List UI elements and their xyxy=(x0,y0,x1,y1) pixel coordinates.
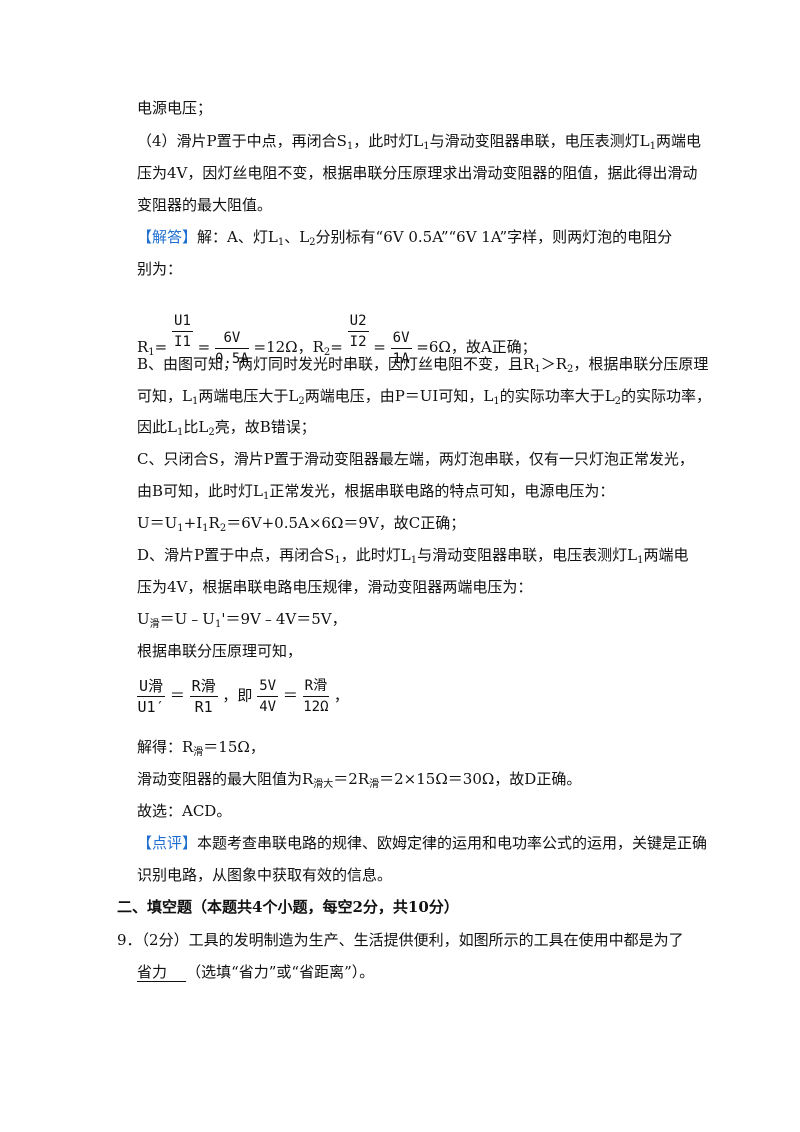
text-line: 电源电压； xyxy=(137,99,213,117)
text-line: 根据串联分压原理可知， xyxy=(137,642,303,660)
comment-tag: 【点评】 xyxy=(137,834,198,852)
text-line: U＝U1+I1R2＝6V+0.5A×6Ω＝9V，故C正确； xyxy=(137,514,466,534)
text-line: 压为4V，根据串联电路电压规律，滑动变阻器两端电压为： xyxy=(137,578,533,596)
answer-tag: 【解答】 xyxy=(137,228,198,246)
text-line: U滑＝U﹣U1'＝9V﹣4V＝5V， xyxy=(137,610,347,630)
answer-blank: 省力 xyxy=(137,963,168,981)
text-line: 别为： xyxy=(137,260,183,278)
text-line: 滑动变阻器的最大阻值为R滑大＝2R滑＝2×15Ω＝30Ω，故D正确。 xyxy=(137,770,582,790)
text-line: D、滑片P置于中点，再闭合S1，此时灯L1与滑动变阻器串联，电压表测灯L1两端电 xyxy=(137,546,689,566)
text-line: （4）滑片P置于中点，再闭合S1，此时灯L1与滑动变阻器串联，电压表测灯L1两端… xyxy=(137,132,701,152)
section-heading: 二、填空题（本题共4个小题，每空2分，共10分） xyxy=(117,898,459,916)
text-line: 【解答】解：A、灯L1、L2分别标有“6V 0.5A”“6V 1A”字样，则两灯… xyxy=(137,228,673,248)
text-line: 因此L1比L2亮，故B错误； xyxy=(137,418,316,438)
text-line: 【点评】本题考查串联电路的规律、欧姆定律的运用和电功率公式的运用，关键是正确 xyxy=(137,834,708,852)
text-line: 由B可知，此时灯L1正常发光，根据串联电路的特点可知，电源电压为： xyxy=(137,482,615,502)
text-line: B、由图可知，两灯同时发光时串联，因灯丝电阻不变，且R1＞R2，根据串联分压原理 xyxy=(137,355,709,375)
text-line: 解得：R滑＝15Ω， xyxy=(137,738,265,758)
question-9: 9．（2分）工具的发明制造为生产、生活提供便利，如图所示的工具在使用中都是为了 xyxy=(117,931,684,949)
text-line: 可知，L1两端电压大于L2两端电压，由P＝UI可知，L1的实际功率大于L2的实际… xyxy=(137,387,712,407)
text-line: 故选：ACD。 xyxy=(137,802,232,820)
text-line: 压为4V，因灯丝电阻不变，根据串联分压原理求出滑动变阻器的阻值，据此得出滑动 xyxy=(137,164,698,182)
text-line: C、只闭合S，滑片P置于滑动变阻器最左端，两灯泡串联，仅有一只灯泡正常发光， xyxy=(137,450,694,468)
text-line: 识别电路，从图象中获取有效的信息。 xyxy=(137,866,393,884)
text-line: 变阻器的最大阻值。 xyxy=(137,196,273,214)
text-line: 省力 （选填“省力”或“省距离”）。 xyxy=(137,963,375,981)
